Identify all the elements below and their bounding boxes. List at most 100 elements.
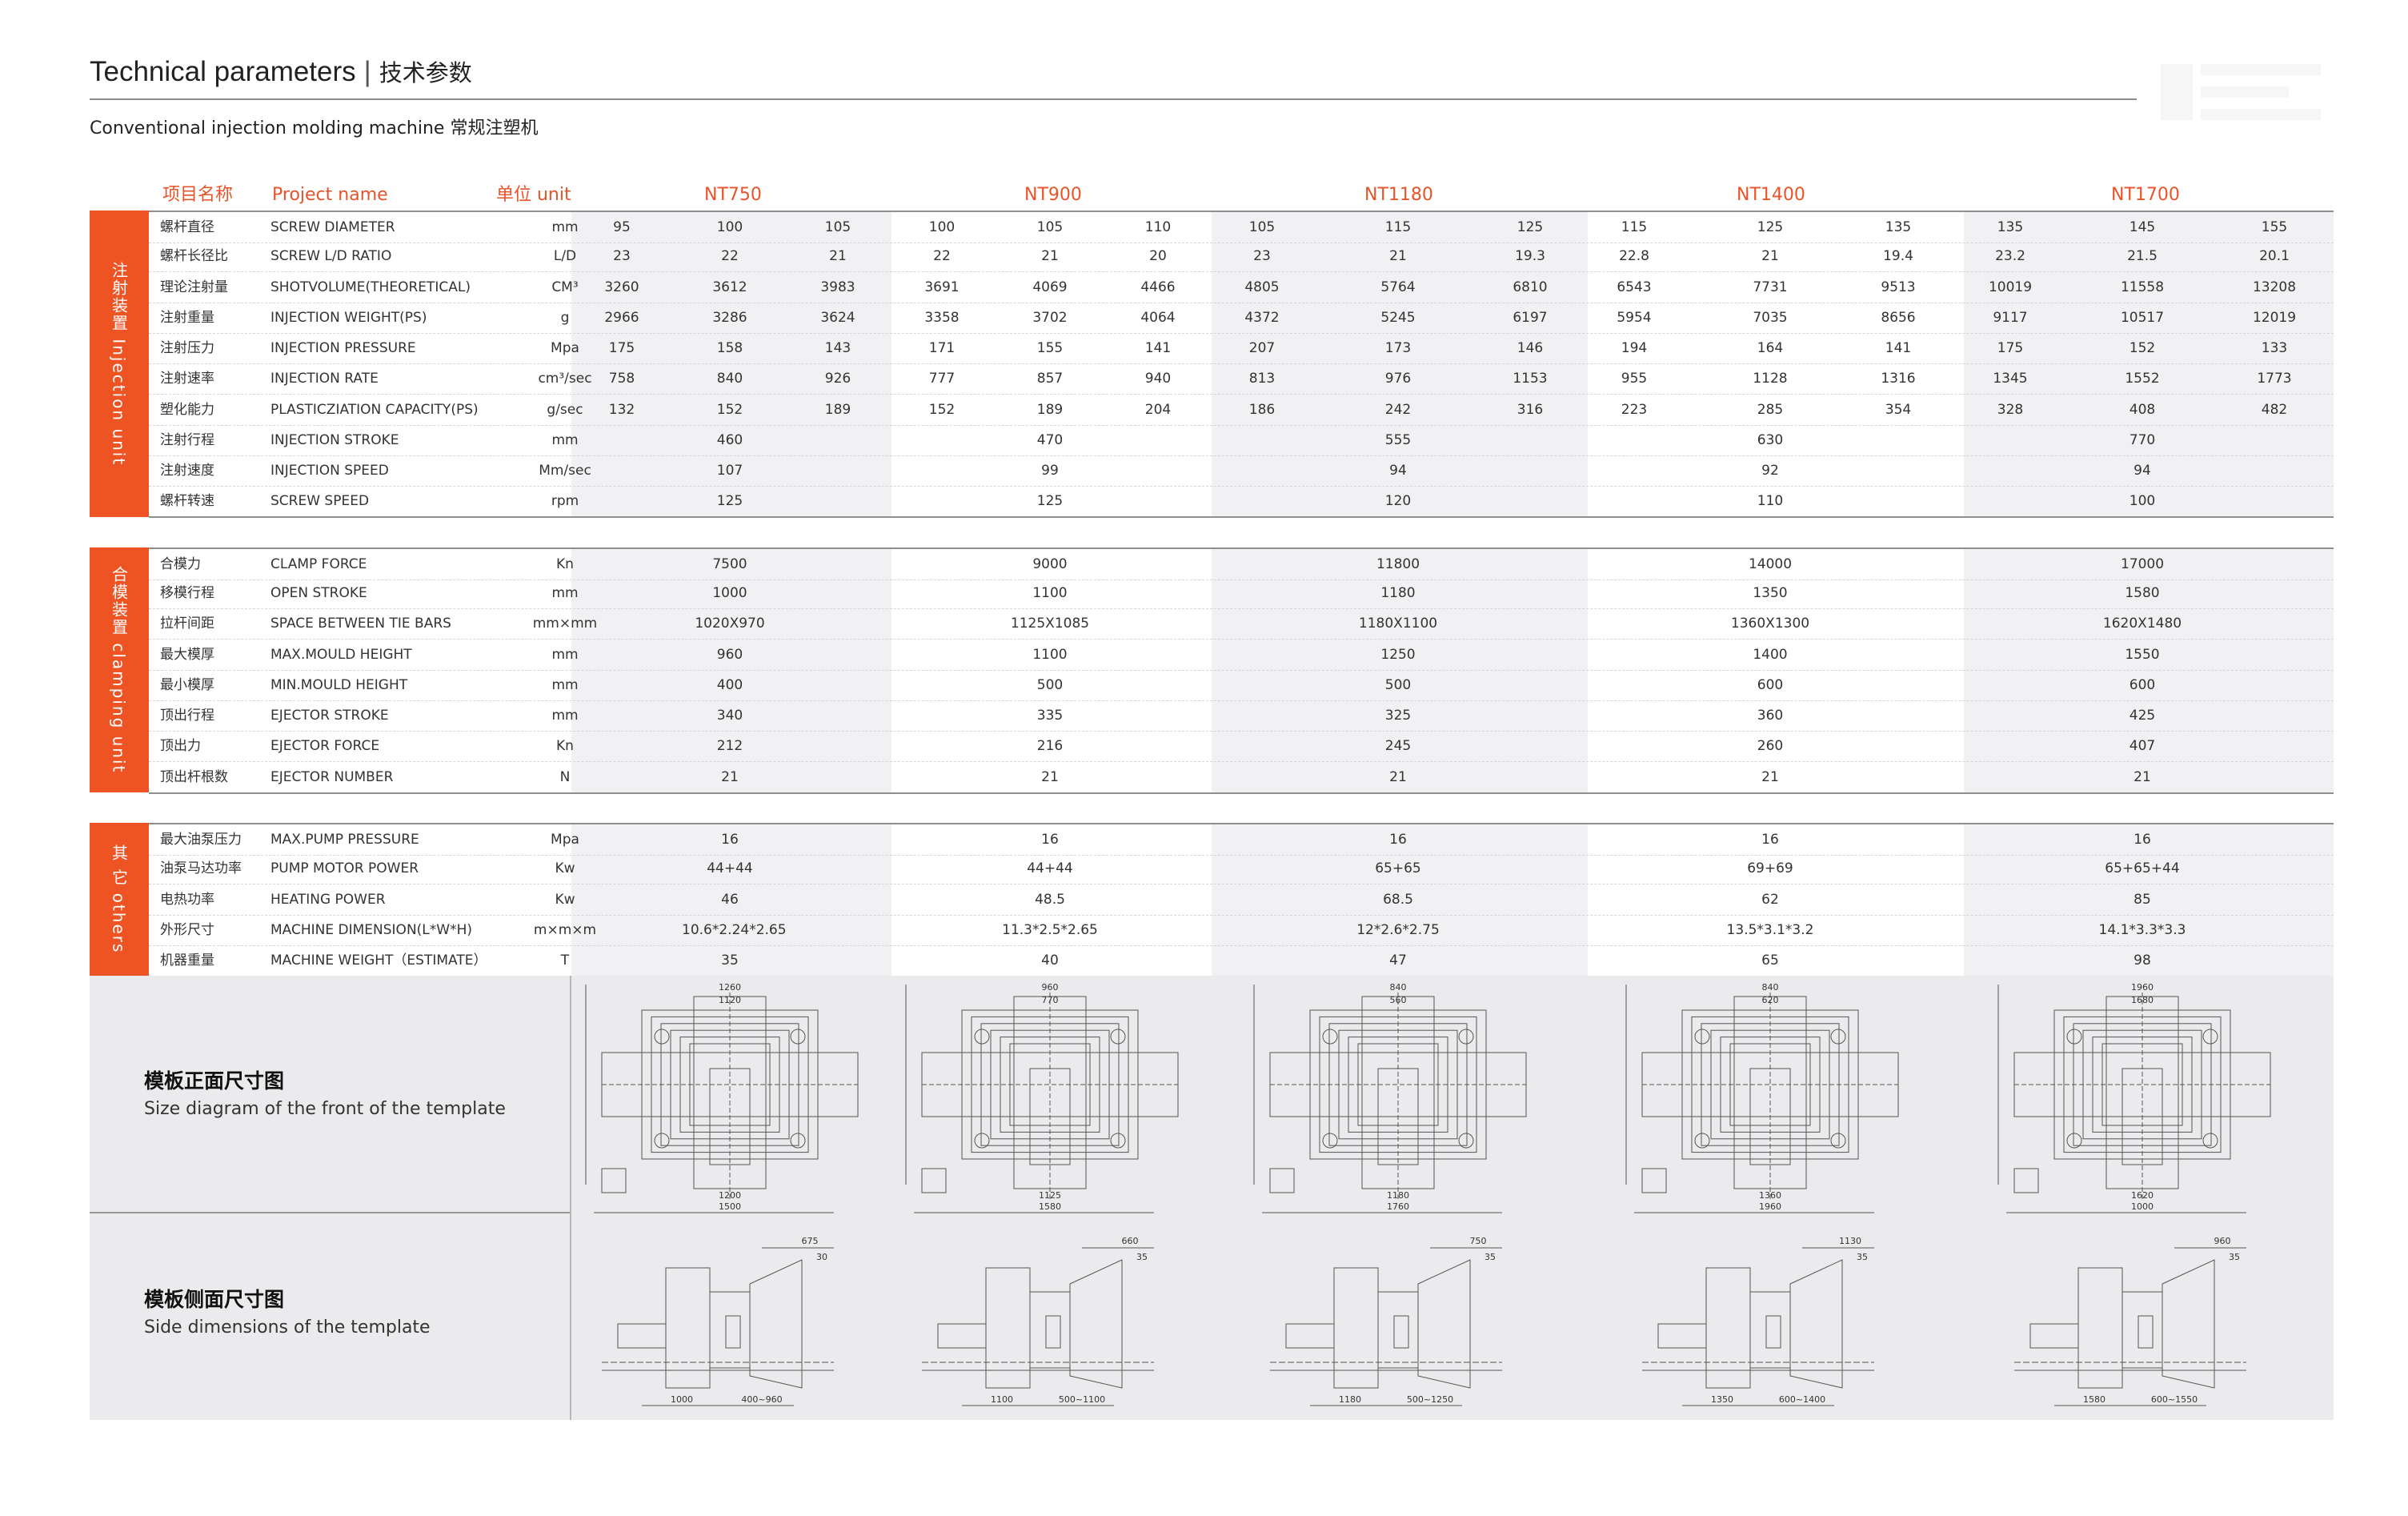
page-title: Technical parameters|技术参数: [90, 56, 472, 87]
param-value: 92: [1761, 463, 1779, 479]
param-value: 13.5*3.1*3.2: [1726, 921, 1814, 938]
param-value: 23: [1253, 248, 1271, 265]
param-value: 425: [2129, 708, 2156, 724]
param-value: 100: [928, 219, 956, 235]
param-value: 555: [1384, 431, 1412, 448]
param-name-cn: 拉杆间距: [160, 616, 214, 632]
param-value: 141: [1885, 340, 1912, 356]
param-name-en: EJECTOR STROKE: [270, 708, 389, 724]
section-label-text: 其 它 others: [109, 844, 129, 954]
dimension-label: 600~1400: [1779, 1394, 1825, 1405]
param-unit: N: [559, 768, 571, 785]
param-value: 7035: [1753, 309, 1788, 326]
param-unit: CM³: [551, 279, 579, 295]
param-unit: mm: [551, 676, 579, 693]
param-value: 1360X1300: [1730, 616, 1810, 632]
side-diagram-title-en: Side dimensions of the template: [144, 1317, 431, 1338]
column-shade: [571, 823, 891, 977]
param-value: 12019: [2252, 309, 2297, 326]
param-unit: mm: [551, 646, 579, 663]
param-value: 4069: [1032, 279, 1068, 295]
param-value: 152: [2129, 340, 2156, 356]
param-value: 1552: [2125, 371, 2160, 387]
param-value: 94: [2134, 463, 2151, 479]
dimension-label: 620: [1762, 995, 1779, 1005]
param-value: 500: [1036, 676, 1064, 693]
param-value: 9513: [1881, 279, 1916, 295]
param-value: 6197: [1513, 309, 1548, 326]
param-value: 35: [721, 953, 739, 969]
dimension-label: 675: [802, 1236, 819, 1246]
column-header-item-cn: 项目名称: [162, 185, 234, 205]
param-value: 216: [1036, 738, 1064, 755]
param-value: 3358: [924, 309, 960, 326]
param-unit: Mpa: [551, 340, 579, 356]
front-diagram-title-cn: 模板正面尺寸图: [144, 1069, 285, 1093]
param-name-cn: 注射压力: [160, 340, 214, 356]
param-value: 6543: [1617, 279, 1652, 295]
param-name-cn: 最大油泵压力: [160, 832, 242, 848]
param-value: 857: [1036, 371, 1064, 387]
param-value: 155: [1036, 340, 1064, 356]
param-value: 85: [2134, 891, 2151, 908]
param-value: 7731: [1753, 279, 1788, 295]
column-header-nt750: NT750: [704, 185, 762, 205]
param-value: 145: [2129, 219, 2156, 235]
param-value: 146: [1517, 340, 1544, 356]
param-value: 65+65: [1375, 860, 1421, 877]
side-diagram-label: 模板侧面尺寸图 Side dimensions of the template: [144, 1284, 431, 1338]
param-value: 1580: [2125, 585, 2160, 601]
param-value: 3286: [712, 309, 747, 326]
param-value: 1125X1085: [1010, 616, 1090, 632]
param-value: 44+44: [707, 860, 753, 877]
dimension-label: 1130: [1839, 1236, 1861, 1246]
param-value: 40: [1041, 953, 1059, 969]
param-value: 1620X1480: [2102, 616, 2182, 632]
front-diagram-title-en: Size diagram of the front of the templat…: [144, 1099, 506, 1119]
param-value: 22: [933, 248, 951, 265]
param-value: 223: [1621, 401, 1648, 418]
param-name-cn: 最大模厚: [160, 646, 214, 663]
column-header-unit: 单位 unit: [496, 185, 571, 205]
param-value: 48.5: [1035, 891, 1065, 908]
param-value: 482: [2261, 401, 2288, 418]
dimension-label: 500~1250: [1407, 1394, 1453, 1405]
param-name-en: SPACE BETWEEN TIE BARS: [270, 616, 451, 632]
param-name-en: PLASTICZIATION CAPACITY(PS): [270, 401, 479, 418]
param-value: 5245: [1380, 309, 1416, 326]
brand-watermark-icon: [2161, 64, 2321, 120]
param-name-en: SCREW DIAMETER: [270, 219, 395, 235]
param-name-en: EJECTOR FORCE: [270, 738, 380, 755]
param-value: 152: [928, 401, 956, 418]
param-name-en: EJECTOR NUMBER: [270, 768, 394, 785]
param-value: 1773: [2257, 371, 2292, 387]
param-name-cn: 注射重量: [160, 309, 214, 326]
param-value: 194: [1621, 340, 1648, 356]
param-name-cn: 螺杆长径比: [160, 248, 228, 265]
param-value: 14000: [1748, 555, 1793, 572]
dimension-label: 1960: [1759, 1201, 1781, 1212]
param-value: 105: [1248, 219, 1276, 235]
dimension-label: 1350: [1711, 1394, 1733, 1405]
param-value: 152: [716, 401, 743, 418]
param-name-cn: 螺杆转速: [160, 493, 214, 510]
param-name-cn: 移模行程: [160, 585, 214, 601]
param-name-cn: 理论注射量: [160, 279, 228, 295]
param-name-en: PUMP MOTOR POWER: [270, 860, 419, 877]
param-value: 19.4: [1883, 248, 1913, 265]
param-value: 285: [1757, 401, 1784, 418]
param-value: 21: [1389, 768, 1407, 785]
param-name-en: SHOTVOLUME(THEORETICAL): [270, 279, 471, 295]
param-value: 125: [1517, 219, 1544, 235]
param-name-en: MAX.PUMP PRESSURE: [270, 832, 419, 848]
param-value: 5954: [1617, 309, 1652, 326]
